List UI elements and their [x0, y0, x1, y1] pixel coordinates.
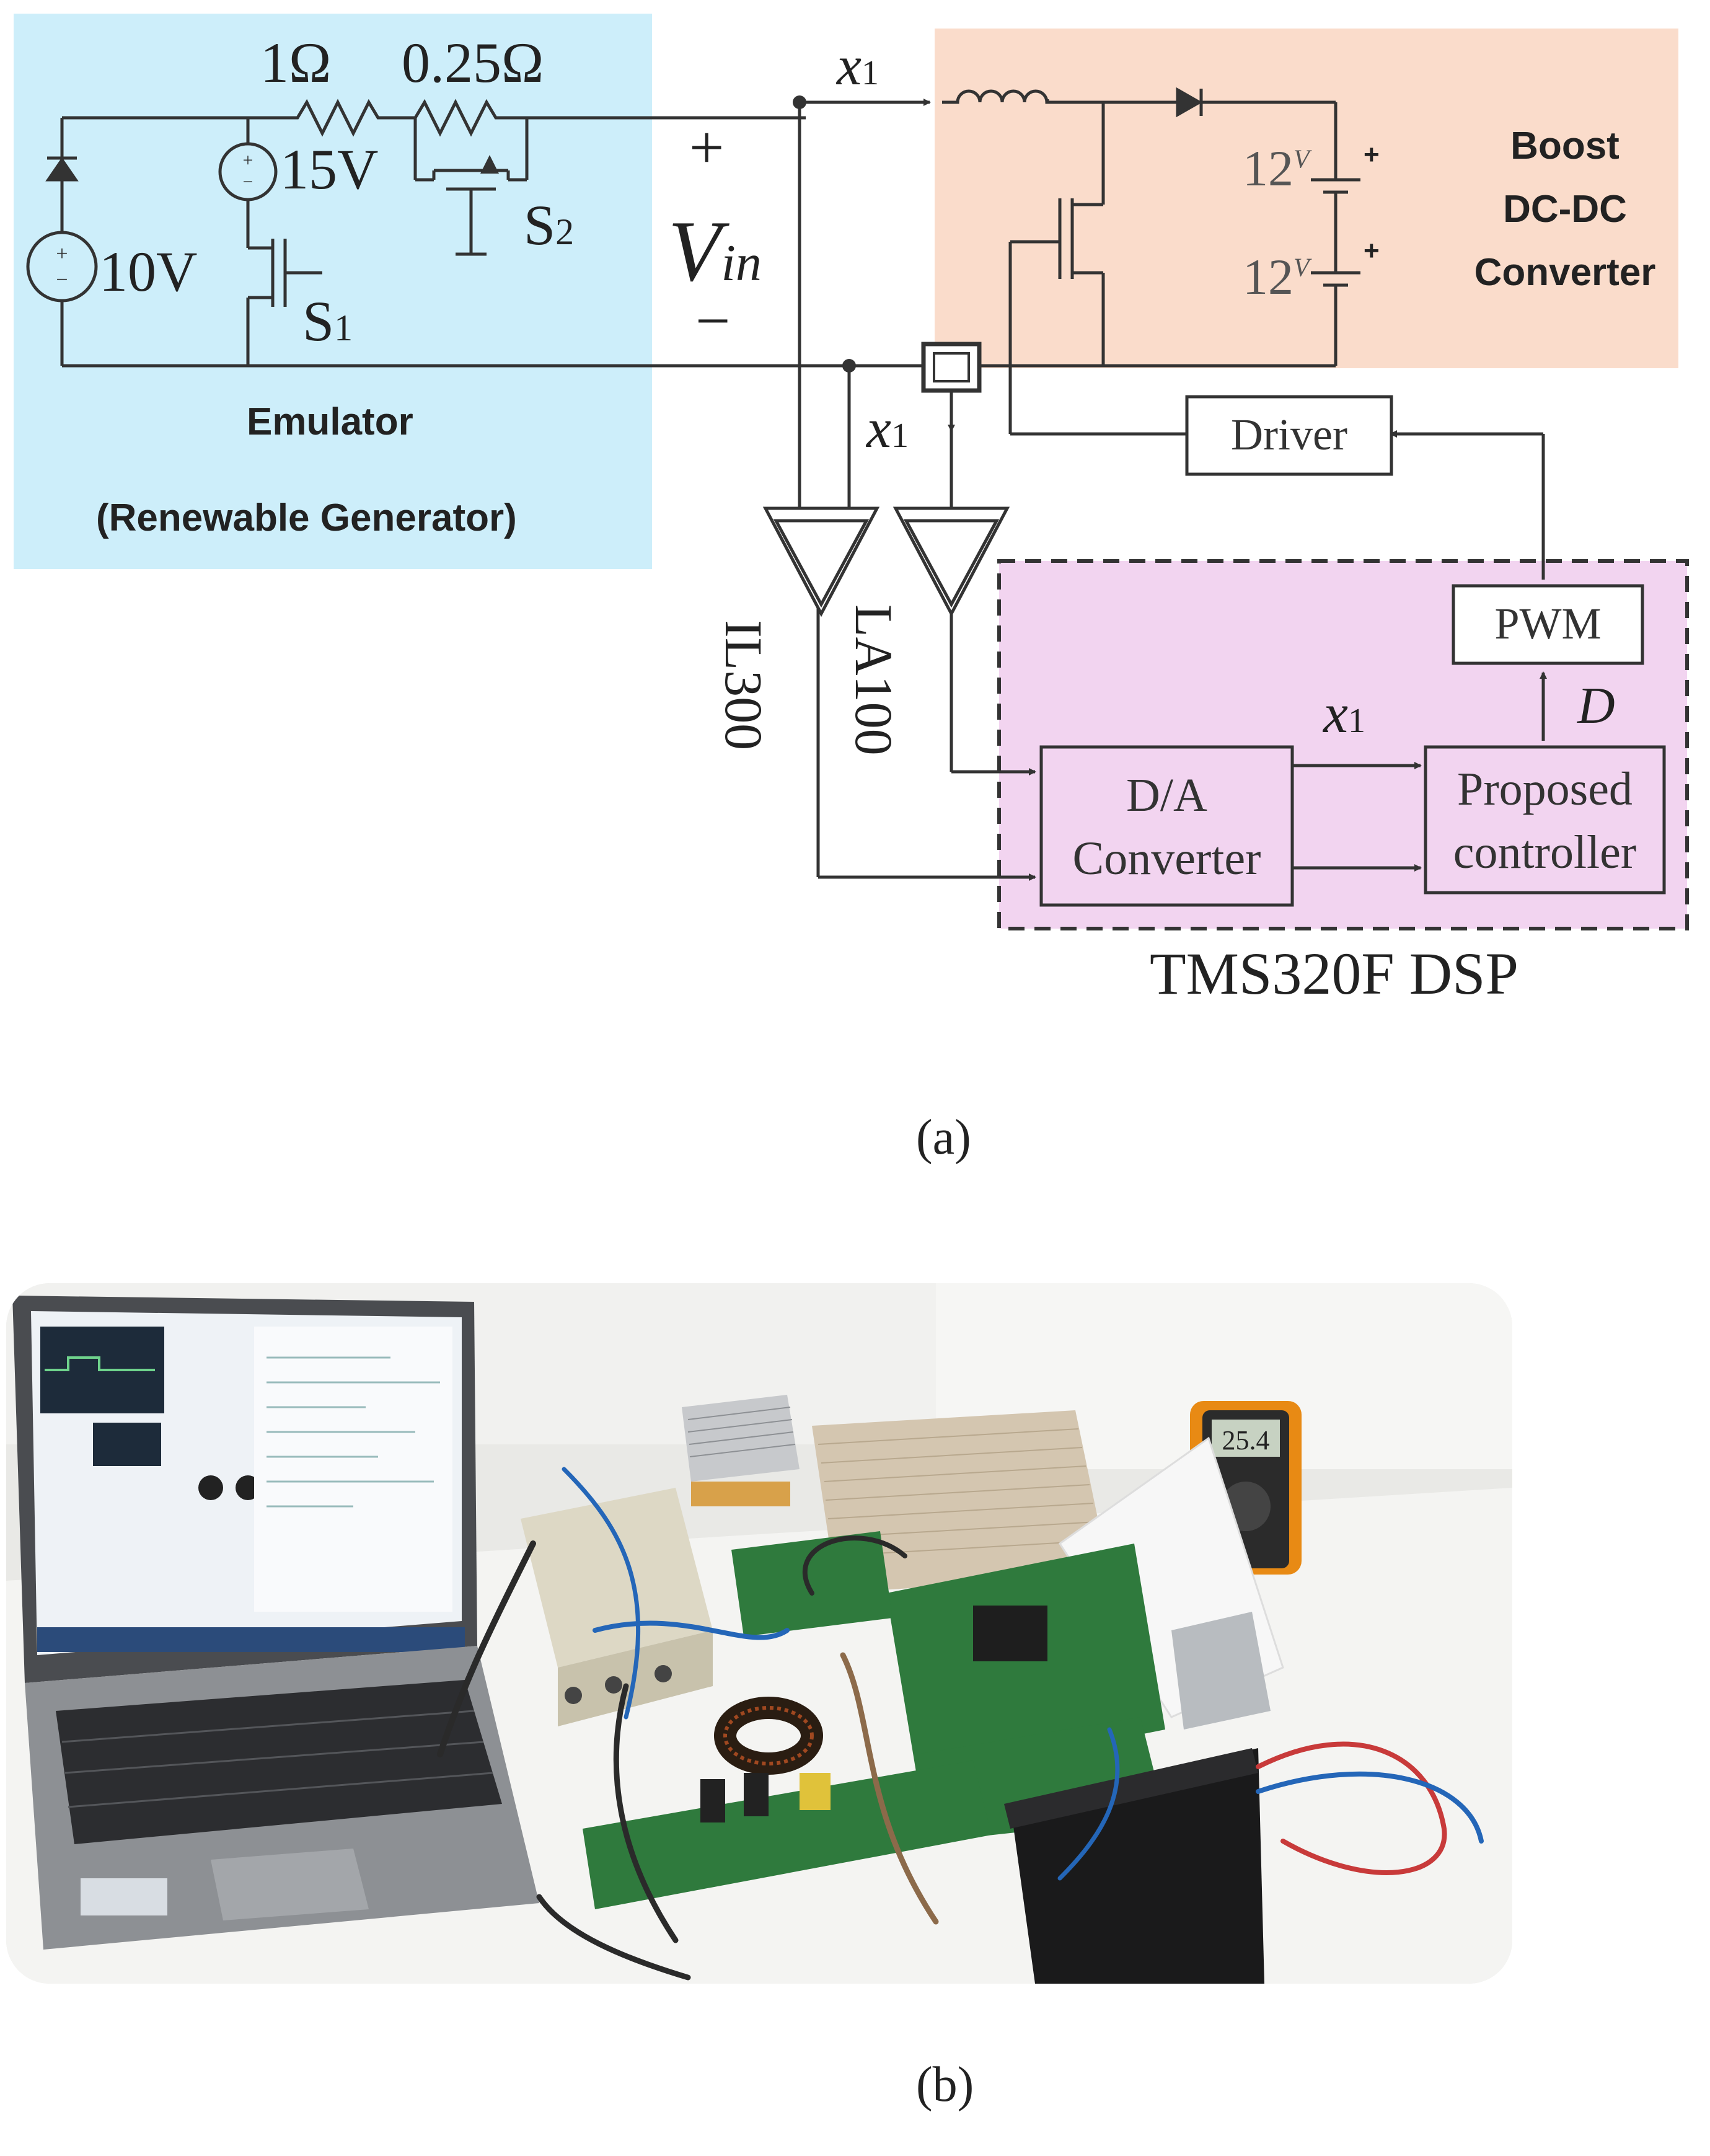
il300-label: IL300: [714, 620, 773, 751]
vin-label: Vin: [668, 203, 762, 299]
da-block: [1039, 745, 1294, 907]
vin-plus: +: [689, 113, 725, 182]
resistor-1-label: 1Ω: [260, 31, 332, 94]
caption-b: (b): [916, 2057, 974, 2112]
source-10v-label: 10V: [99, 240, 198, 303]
laptop: [12, 1296, 539, 1950]
x1-input-label: x1: [837, 35, 879, 97]
battery-1-label: 12V: [1243, 140, 1310, 197]
battery-2-label: 12V: [1243, 249, 1310, 305]
battery-2-plus: +: [1364, 236, 1380, 266]
duty-label: D: [1577, 677, 1615, 735]
driver-block: [1185, 395, 1393, 476]
vin-minus: −: [695, 286, 731, 355]
emulator-region: [14, 14, 652, 569]
svg-text:−: −: [243, 172, 253, 192]
sensor-board: [583, 1761, 992, 1909]
circuit-diagram: + − + −: [14, 14, 1689, 930]
emulator-subtitle: (Renewable Generator): [96, 497, 517, 539]
multimeter-reading: 25.4: [1222, 1425, 1270, 1456]
caption-a: (a): [916, 1110, 971, 1165]
source-15v-label: 15V: [280, 138, 379, 201]
svg-text:−: −: [56, 268, 68, 291]
x1-dsp-label: x1: [1323, 683, 1365, 744]
emulator-title: Emulator: [247, 400, 413, 443]
battery-1-plus: +: [1364, 139, 1380, 170]
controller-label: Proposed controller: [1453, 763, 1637, 878]
power-supply: [682, 1395, 800, 1506]
svg-text:+: +: [56, 242, 68, 265]
switch-s2-label: S2: [524, 193, 575, 257]
heatsink-plate: [812, 1410, 1109, 1593]
svg-text:+: +: [243, 150, 253, 170]
da-label: D/A Converter: [1072, 769, 1261, 885]
lab-photo: 25.4: [6, 1283, 1512, 1984]
boost-title: Boost DC-DC Converter: [1474, 125, 1656, 294]
pwm-block: [1452, 584, 1644, 665]
pwm-label: PWM: [1494, 599, 1602, 648]
switch-s1-label: S1: [302, 289, 353, 353]
controller-block: [1424, 745, 1666, 895]
la100-label: LA100: [844, 604, 904, 756]
resistor-2-label: 0.25Ω: [402, 31, 544, 94]
dsp-label: TMS320F DSP: [1150, 940, 1518, 1007]
driver-label: Driver: [1231, 410, 1347, 459]
x1-sensor-label: x1: [866, 398, 909, 459]
